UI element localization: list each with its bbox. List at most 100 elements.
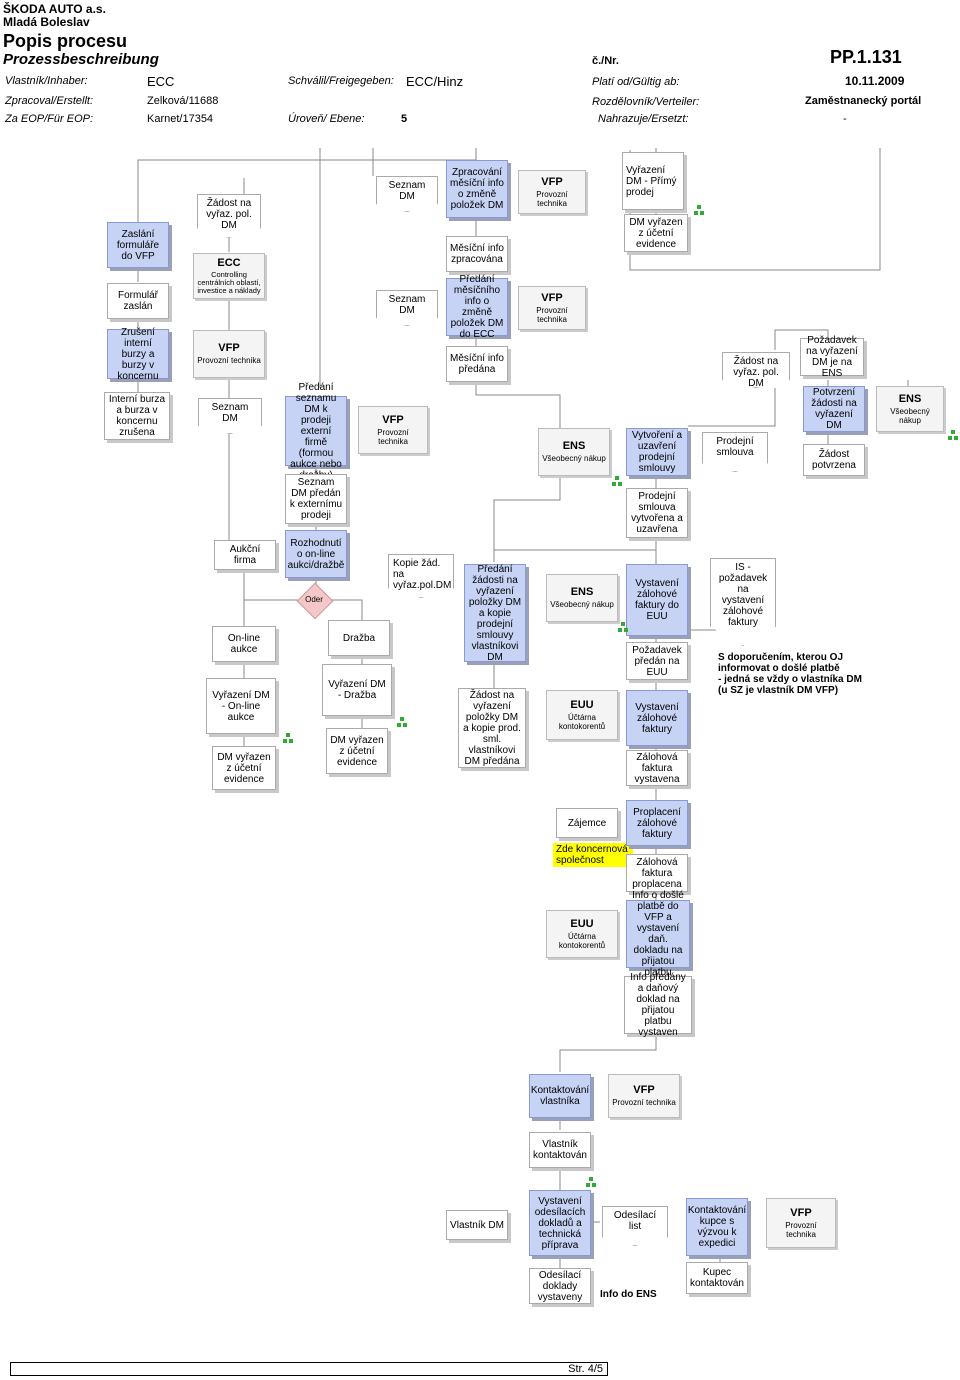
node-zajemce[interactable]: Zájemce bbox=[556, 808, 618, 838]
prepared-value: Zelková/11688 bbox=[147, 95, 219, 107]
process-interface-icon[interactable] bbox=[283, 733, 293, 743]
node-zaslani-formulare[interactable]: Zaslání formuláře do VFP bbox=[107, 222, 169, 268]
doc-seznam-dm-1[interactable]: Seznam DM bbox=[198, 398, 262, 434]
node-info-dosle[interactable]: Info o došlé platbě do VFP a vystavení d… bbox=[626, 890, 690, 978]
company-city: Mladá Boleslav bbox=[3, 15, 90, 29]
node-odesilaci-doklady[interactable]: Odesílací doklady vystaveny bbox=[529, 1268, 591, 1304]
node-potvrzeni-zadosti[interactable]: Potvrzení žádosti na vyřazení DM bbox=[803, 386, 865, 432]
node-zal-proplacena[interactable]: Zálohová faktura proplacena bbox=[626, 854, 688, 892]
node-mesicni-zpracovana[interactable]: Měsíční info zpracována bbox=[446, 236, 508, 272]
process-interface-icon[interactable] bbox=[618, 622, 628, 632]
node-pozadavek-euu[interactable]: Požadavek předán na EUU bbox=[626, 642, 688, 680]
node-aukcni-firma[interactable]: Aukční firma bbox=[214, 540, 276, 570]
level-label: Úroveň/ Ebene: bbox=[288, 113, 365, 125]
note-line-2: informovat o došlé platbě bbox=[718, 663, 840, 674]
distributor-label: Rozdělovník/Verteiler: bbox=[592, 96, 700, 108]
page-number: Str. 4/5 bbox=[568, 1363, 603, 1375]
node-dm-vyrazen-2[interactable]: DM vyřazen z účetní evidence bbox=[326, 728, 388, 774]
node-zal-vystavena[interactable]: Zálohová faktura vystavena bbox=[626, 750, 688, 786]
node-mesicni-predana[interactable]: Měsíční info předána bbox=[446, 346, 508, 382]
doc-is-pozadavek[interactable]: IS - požadavek na vystavení zálohové fak… bbox=[710, 558, 776, 646]
highlight-koncernova: Zde koncernová společnost bbox=[553, 843, 633, 867]
node-vytvoreni-smlouvy[interactable]: Vytvoření a uzavření prodejní smlouvy bbox=[626, 428, 688, 476]
node-predani-mesicniho[interactable]: Předání měsíčního info o změně položek D… bbox=[446, 274, 508, 340]
page-title: Popis procesu bbox=[3, 31, 128, 51]
node-proplaceni[interactable]: Proplacení zálohové faktury bbox=[626, 800, 688, 846]
node-kontaktovani-vlastnika[interactable]: Kontaktování vlastníka bbox=[529, 1074, 591, 1118]
eop-value: Karnet/17354 bbox=[147, 113, 214, 125]
node-kupec-kontaktovan[interactable]: Kupec kontaktován bbox=[686, 1262, 748, 1294]
node-predani-seznamu[interactable]: Předání seznamu DM k prodeji externí fir… bbox=[285, 382, 347, 481]
process-interface-icon[interactable] bbox=[612, 476, 622, 486]
node-vystaveni-zal-euu[interactable]: Vystavení zálohové faktury do EUU bbox=[626, 564, 688, 636]
company-name: ŠKODA AUTO a.s. bbox=[3, 2, 106, 16]
doc-seznam-dm-2[interactable]: Seznam DM bbox=[376, 176, 438, 212]
prepared-label: Zpracoval/Erstellt: bbox=[5, 95, 94, 107]
eop-label: Za EOP/Für EOP: bbox=[5, 113, 94, 125]
node-dm-vyrazen-3[interactable]: DM vyřazen z účetní evidence bbox=[624, 214, 688, 252]
node-pozadavek-ens[interactable]: Požadavek na vyřazení DM je na ENS bbox=[800, 335, 864, 379]
page-subtitle: Prozessbeschreibung bbox=[3, 51, 159, 68]
doc-zadost-vyrazeni-2[interactable]: Žádost na vyřaz. pol. DM bbox=[722, 352, 790, 388]
node-vyrazeni-drazba[interactable]: Vyřazení DM - Dražba bbox=[322, 664, 392, 716]
doc-zadost-vyrazeni-1[interactable]: Žádost na vyřaz. pol. DM bbox=[197, 194, 261, 238]
valid-label: Platí od/Gültig ab: bbox=[592, 76, 680, 88]
node-vyrazeni-online[interactable]: Vyřazení DM - On-line aukce bbox=[206, 678, 276, 734]
process-interface-icon[interactable] bbox=[948, 430, 958, 440]
doc-kopie-zadosti[interactable]: Kopie žád. na vyřaz.pol.DM bbox=[388, 554, 454, 598]
node-vlastnik-dm[interactable]: Vlastník DM bbox=[446, 1210, 508, 1240]
note-doporuceni: S doporučením, kterou OJ informovat o do… bbox=[718, 652, 862, 696]
replaces-label: Nahrazuje/Ersetzt: bbox=[598, 113, 689, 125]
replaces-value: - bbox=[843, 113, 847, 125]
note-line-4: (u SZ je vlastník DM VFP) bbox=[718, 685, 839, 696]
doc-seznam-dm-3[interactable]: Seznam DM bbox=[376, 290, 438, 326]
node-info-predany[interactable]: Info předány a daňový doklad na přijatou… bbox=[624, 972, 692, 1038]
doc-number-label: č./Nr. bbox=[592, 55, 619, 67]
node-predani-zadosti[interactable]: Předání žádosti na vyřazení položky DM a… bbox=[464, 564, 526, 663]
owner-label: Vlastník/Inhaber: bbox=[5, 75, 88, 87]
node-vyrazeni-primy[interactable]: Vyřazení DM - Přímý prodej bbox=[622, 152, 684, 210]
node-interni-burza-zrusena[interactable]: Interní burza a burza v koncernu zrušena bbox=[104, 392, 170, 440]
approved-value: ECC/Hinz bbox=[406, 74, 464, 89]
approved-label: Schválil/Freigegeben: bbox=[288, 75, 394, 87]
note-info-ens: Info do ENS bbox=[600, 1289, 657, 1300]
node-kontaktovani-kupce[interactable]: Kontaktování kupce s výzvou k expedici bbox=[686, 1198, 748, 1256]
node-vystaveni-odesilacich[interactable]: Vystavení odesílacích dokladů a technick… bbox=[529, 1190, 591, 1256]
node-vystaveni-zalohove[interactable]: Vystavení zálohové faktury bbox=[626, 690, 688, 746]
node-smlouva-vytvorena[interactable]: Prodejní smlouva vytvořena a uzavřena bbox=[626, 488, 688, 538]
process-interface-icon[interactable] bbox=[397, 717, 407, 727]
valid-value: 10.11.2009 bbox=[845, 74, 905, 88]
level-value: 5 bbox=[401, 113, 408, 125]
doc-number: PP.1.131 bbox=[830, 47, 902, 67]
node-vlastnik-kontaktovan[interactable]: Vlastník kontaktován bbox=[529, 1132, 591, 1168]
doc-prodejni-smlouva[interactable]: Prodejní smlouva bbox=[702, 432, 768, 472]
node-zadost-predana[interactable]: Žádost na vyřazení položky DM a kopie pr… bbox=[458, 688, 526, 768]
node-online-aukce[interactable]: On-line aukce bbox=[212, 626, 276, 662]
note-line-1: S doporučením, kterou OJ bbox=[718, 652, 844, 663]
node-formular-zaslan[interactable]: Formulář zaslán bbox=[107, 283, 169, 319]
doc-odesilaci-list[interactable]: Odesílací list bbox=[602, 1206, 668, 1246]
node-zruseni-burzy[interactable]: Zrušení interní burzy a burzy v koncernu bbox=[107, 327, 169, 382]
node-zpracovani[interactable]: Zpracování měsíční info o změně položek … bbox=[446, 160, 508, 218]
node-dm-vyrazen-1[interactable]: DM vyřazen z účetní evidence bbox=[212, 746, 276, 790]
node-rozhodnuti[interactable]: Rozhodnutí o on-line aukci/dražbě bbox=[285, 530, 347, 578]
process-interface-icon[interactable] bbox=[694, 205, 704, 215]
node-drazba[interactable]: Dražba bbox=[328, 620, 390, 656]
node-zadost-potvrzena[interactable]: Žádost potvrzena bbox=[803, 444, 865, 476]
owner-value: ECC bbox=[147, 74, 175, 89]
node-seznam-predan[interactable]: Seznam DM předán k externímu prodeji bbox=[285, 474, 347, 524]
process-interface-icon[interactable] bbox=[586, 1177, 596, 1187]
